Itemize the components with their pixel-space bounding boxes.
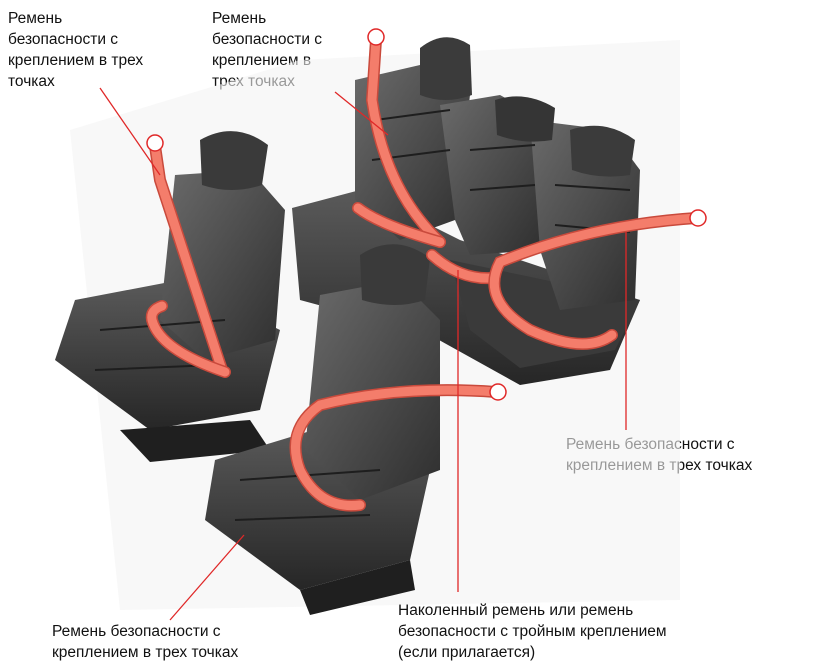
- front-left-headrest: [200, 131, 268, 190]
- rear-left-headrest: [420, 37, 472, 100]
- rear-right-belt-anchor: [690, 210, 706, 226]
- rear-left-belt-anchor: [368, 29, 384, 45]
- front-right-belt-anchor: [490, 384, 506, 400]
- front-right-headrest: [360, 244, 430, 305]
- front-left-belt-anchor: [147, 135, 163, 151]
